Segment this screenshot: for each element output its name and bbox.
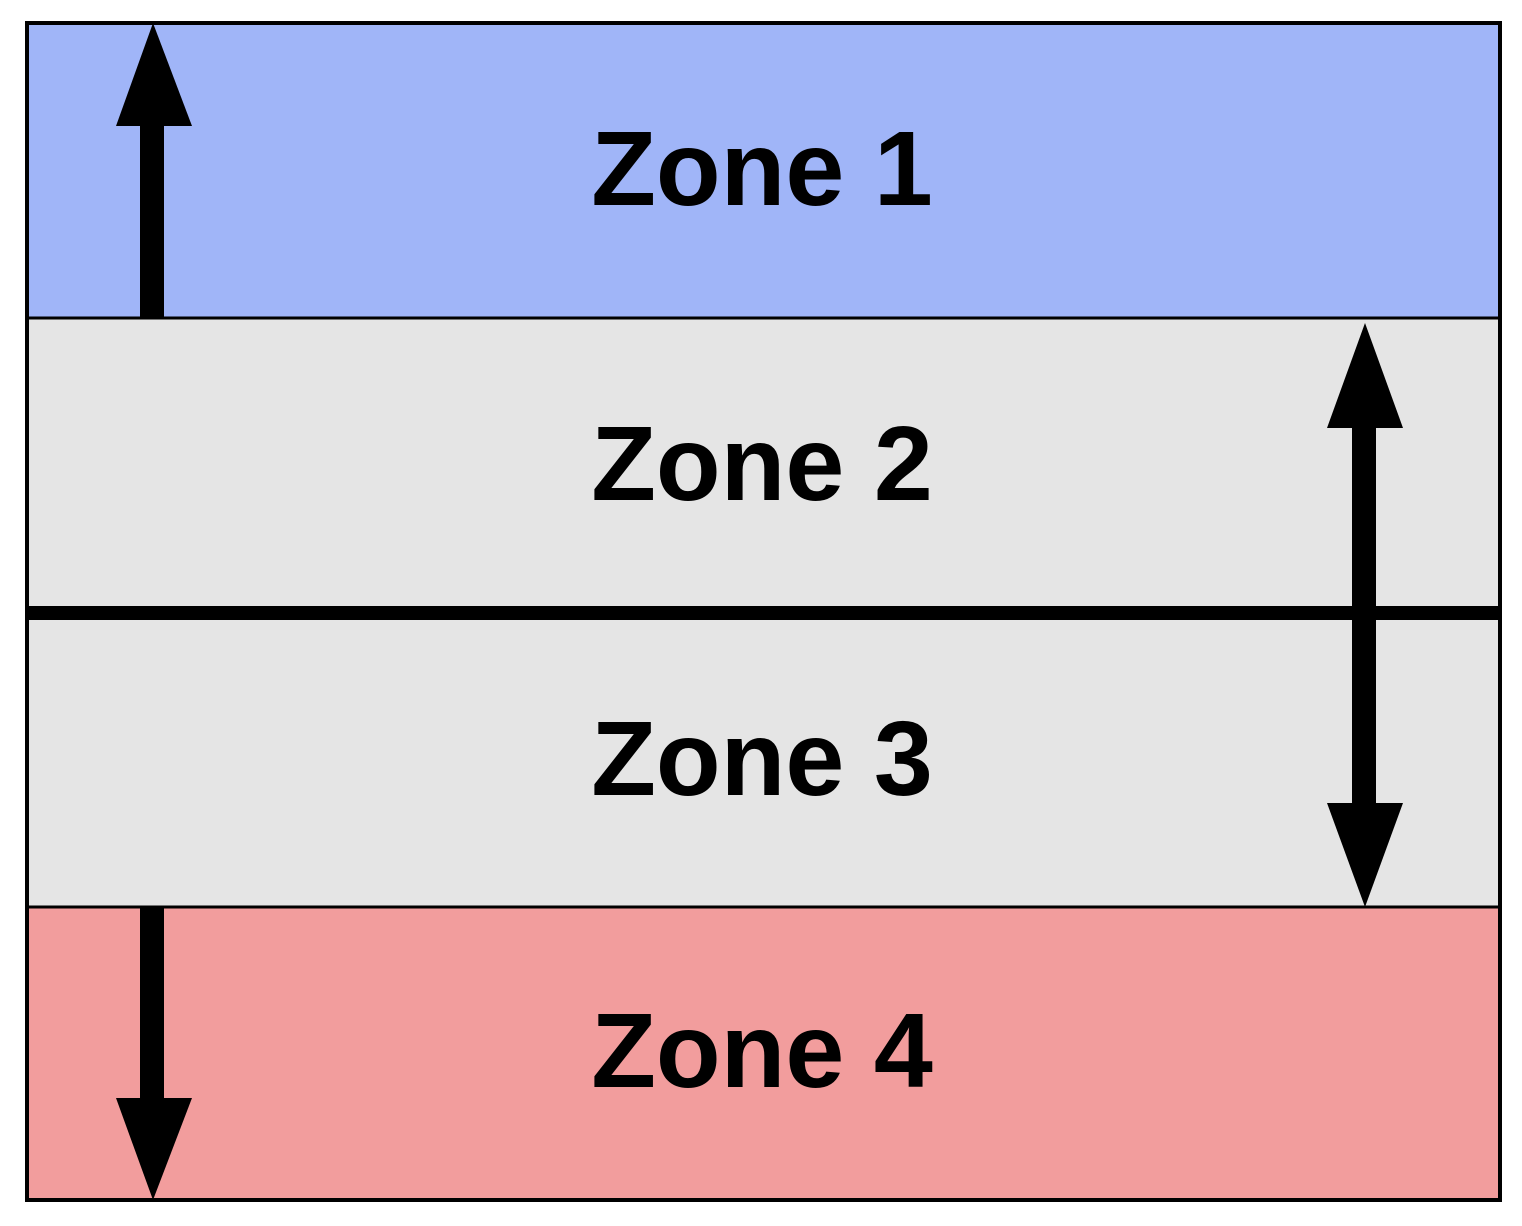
zone-3-label: Zone 3 bbox=[591, 700, 933, 818]
zone-2-band bbox=[27, 318, 1500, 613]
zone-4-label: Zone 4 bbox=[591, 992, 933, 1110]
outer-frame bbox=[25, 21, 1502, 1202]
zone-4-band bbox=[27, 907, 1500, 1200]
up-arrow-icon bbox=[116, 23, 192, 318]
zone-1-band bbox=[27, 23, 1500, 318]
zone-1-label: Zone 1 bbox=[591, 110, 933, 228]
down-arrow-icon bbox=[116, 907, 192, 1200]
zone-3-band bbox=[27, 613, 1500, 907]
zone-2-label: Zone 2 bbox=[591, 405, 933, 523]
double-arrow-icon bbox=[1327, 323, 1403, 907]
